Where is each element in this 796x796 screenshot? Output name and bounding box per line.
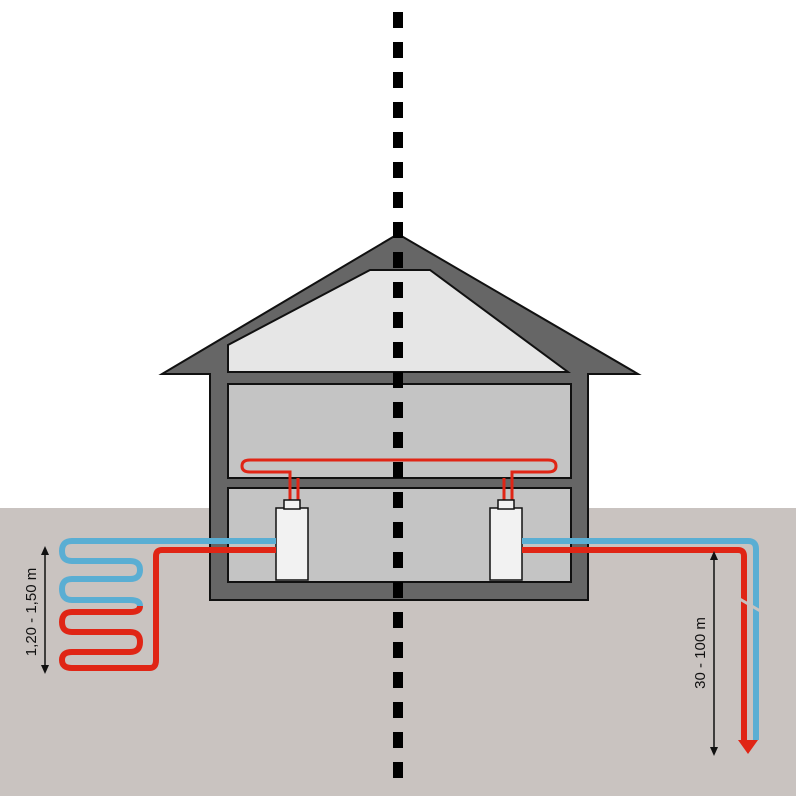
probe-depth-label: 30 - 100 m [692,617,709,689]
probe-hot-pipe [522,547,747,740]
probe-depth-arrow-bottom [710,747,718,756]
heat-pump-unit-left [275,507,309,581]
heat-pump-cap-right [497,499,515,510]
heat-pump-unit-right [489,507,523,581]
collector-hot-pipe [58,547,276,671]
floor-heating-pipe-outer [240,458,558,505]
collector-depth-arrow-bottom [41,665,49,674]
collector-depth-label: 1,20 - 1,50 m [23,568,40,656]
probe-length-break-mark [737,596,763,614]
probe-depth-dimension: 30 - 100 m [692,551,718,756]
probe-depth-arrow-top [710,551,718,560]
collector-cold-pipe [58,538,276,607]
ground-collector [58,538,276,671]
collector-depth-arrow-top [41,546,49,555]
collector-depth-dimension: 1,20 - 1,50 m [23,546,49,674]
heat-pump-cap-left [283,499,301,510]
ground-probe [522,538,763,754]
heat-pump-left [275,499,309,581]
probe-tip-arrow [738,740,758,754]
heat-pump-right [489,499,523,581]
probe-cold-pipe [522,538,759,740]
